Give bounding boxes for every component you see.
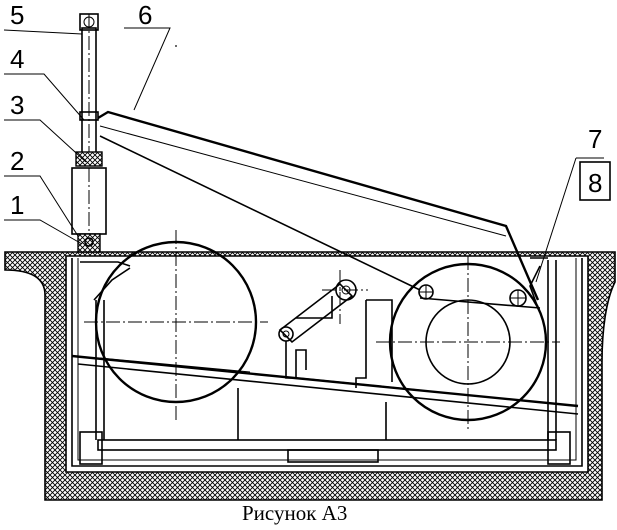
callout-7: 7: [588, 124, 602, 154]
callout-2: 2: [10, 146, 24, 176]
spring-4: [75, 151, 103, 167]
right-drum-centerlines: [376, 256, 560, 430]
callout-8: 8: [588, 168, 602, 198]
rod-top-nut: [79, 13, 99, 31]
drain-plate: [287, 449, 379, 463]
roller-8-cross: [510, 290, 526, 306]
cover-6-inner: [99, 125, 507, 237]
right-foot: [547, 431, 571, 465]
callout-1: 1: [10, 190, 24, 220]
conveyor-belt-lower: [77, 363, 579, 415]
right-bracket: [355, 299, 393, 388]
roller-7-cross: [419, 285, 433, 299]
lever-pivot-low: [278, 326, 294, 342]
pin-1: [84, 237, 94, 247]
base-block-2: [77, 233, 101, 253]
ground-pit-hatching: [4, 251, 616, 501]
callout-3: 3: [10, 90, 24, 120]
leader-lines: [3, 27, 604, 283]
left-foot: [79, 431, 103, 465]
rod-top-nut-hole: [83, 16, 95, 28]
frame-base: [97, 439, 557, 451]
lever-pivot-low-inner: [282, 330, 290, 338]
belt-detail: [99, 357, 421, 391]
lever-centerlines: [322, 270, 368, 324]
callout-4: 4: [10, 44, 24, 74]
right-post: [547, 260, 557, 440]
cable: [99, 135, 421, 291]
callout-6: 6: [138, 0, 152, 30]
lever-arm: [278, 282, 354, 344]
pit-lining: [71, 258, 583, 467]
pit-lining-inner: [77, 258, 577, 461]
lever-link: [285, 296, 333, 379]
left-guide: [80, 261, 131, 301]
cover-6: [97, 110, 540, 301]
center-supports: [237, 388, 387, 440]
figure-caption: Рисунок А3: [242, 501, 347, 525]
callout-8-box: [579, 161, 611, 201]
stray-dot: [175, 45, 177, 47]
callout-5: 5: [10, 0, 24, 30]
left-drum-centerlines: [84, 230, 268, 420]
right-belt-top: [419, 297, 541, 309]
